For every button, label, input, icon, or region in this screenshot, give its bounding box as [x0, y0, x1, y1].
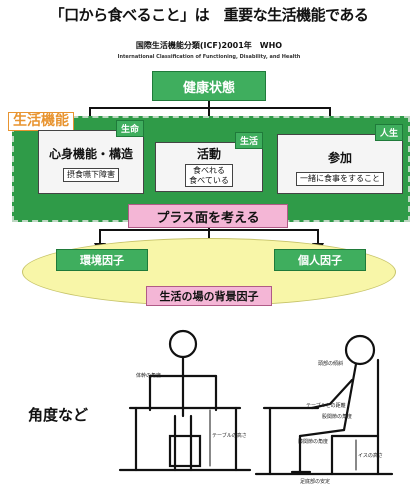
illus-label: 股関節の角度 [322, 414, 353, 420]
box-inner-label: 一緒に食事をすること [296, 172, 384, 186]
personal-factors-box: 個人因子 [274, 249, 366, 271]
box-title: 心身機能・構造 [48, 147, 133, 161]
box-title: 参加 [327, 151, 352, 165]
box-tag: 人生 [374, 124, 403, 141]
illus-label: テーブルの高さ [212, 433, 247, 439]
illus-label: 足底部の安定 [300, 479, 331, 485]
activity-box: 生活 活動 食べれる 食べている [155, 132, 263, 192]
plus-side-box: プラス面を考える [128, 204, 288, 228]
subtitle-ja: 国際生活機能分類(ICF)2001年 WHO [135, 41, 283, 50]
illus-label: 頭部の傾斜 [318, 361, 344, 367]
participation-box: 人生 参加 一緒に食事をすること [277, 124, 403, 194]
page-title: 「口から食べること」は 重要な生活機能である [49, 6, 369, 24]
illus-label: テーブルとの距離 [306, 403, 346, 409]
partial-left-text: 角度など [27, 406, 88, 424]
box-inner-label: 摂食嚥下障害 [63, 168, 119, 182]
box-title: 活動 [196, 147, 221, 161]
box-tag: 生活 [234, 132, 263, 149]
illus-label: イスの高さ [358, 453, 383, 459]
contextual-factors-label: 生活の場の背景因子 [146, 286, 272, 306]
illus-label: 体幹の角度 [136, 373, 162, 379]
right-figure-head [344, 334, 376, 366]
body-function-box: 生命 心身機能・構造 摂食嚥下障害 [38, 120, 144, 194]
illus-label: 膝関節の角度 [298, 439, 329, 445]
environmental-factors-box: 環境因子 [56, 249, 148, 271]
left-figure-head [168, 329, 198, 359]
health-condition-box: 健康状態 [152, 71, 266, 101]
box-inner-label: 食べれる 食べている [185, 164, 233, 188]
box-tag: 生命 [115, 120, 144, 137]
subtitle-en: International Classification of Function… [117, 54, 301, 60]
